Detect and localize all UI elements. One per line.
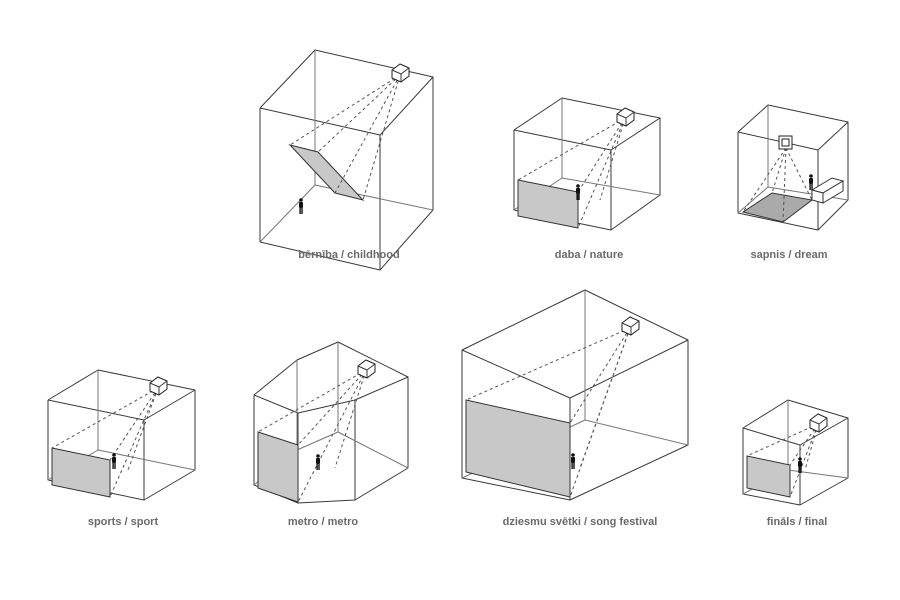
projector-icon (809, 413, 828, 433)
nature-screen (517, 179, 579, 229)
scene-dream: sapnis / dream (737, 104, 849, 261)
person-icon (316, 454, 320, 470)
sport-screen (51, 447, 111, 498)
scene-label: daba / nature (555, 249, 623, 261)
projector-icon (621, 316, 640, 336)
projector-icon (616, 107, 635, 127)
final-screen (746, 455, 791, 498)
scene-childhood: bērnība / childhood (259, 49, 434, 271)
person-icon (299, 198, 303, 214)
person-icon (112, 453, 116, 469)
projector-icon (391, 63, 410, 83)
person-icon (798, 457, 802, 473)
scene-label: metro / metro (288, 516, 359, 528)
scene-label: bērnība / childhood (298, 249, 399, 261)
scene-label: sapnis / dream (750, 249, 827, 261)
scene-song-festival: dziesmu svētki / song festival (461, 289, 689, 528)
metro-screen (257, 431, 299, 503)
scene-label: dziesmu svētki / song festival (503, 516, 658, 528)
projector-icon (778, 135, 793, 150)
song-festival-screen (465, 399, 571, 498)
person-icon (809, 174, 813, 190)
person-icon (576, 184, 580, 200)
person-icon (571, 453, 575, 469)
scene-sport: sports / sport (47, 369, 196, 528)
scene-metro: metro / metro (253, 341, 409, 528)
scene-label: sports / sport (88, 516, 159, 528)
scene-label: fināls / final (767, 516, 828, 528)
scene-final: fināls / final (742, 399, 849, 528)
scene-nature: daba / nature (513, 97, 661, 261)
projector-icon (357, 359, 376, 379)
childhood-screen (288, 144, 365, 201)
dream-floor-projection (741, 192, 814, 223)
projector-icon (149, 376, 168, 396)
